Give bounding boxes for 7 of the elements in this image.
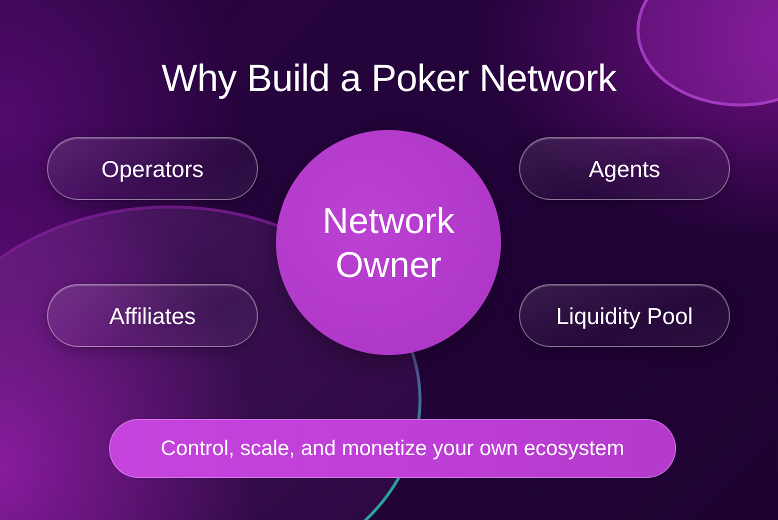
hub-label: Network Owner: [321, 198, 456, 286]
pill-label: Operators: [101, 154, 204, 182]
pill-label: Liquidity Pool: [556, 302, 693, 330]
pill-label: Agents: [588, 154, 660, 182]
tagline-text: Control, scale, and monetize your own ecosystem: [160, 436, 624, 462]
diagram-title: Why Build a Poker Network: [162, 57, 616, 102]
pill-label: Affiliates: [109, 302, 196, 330]
